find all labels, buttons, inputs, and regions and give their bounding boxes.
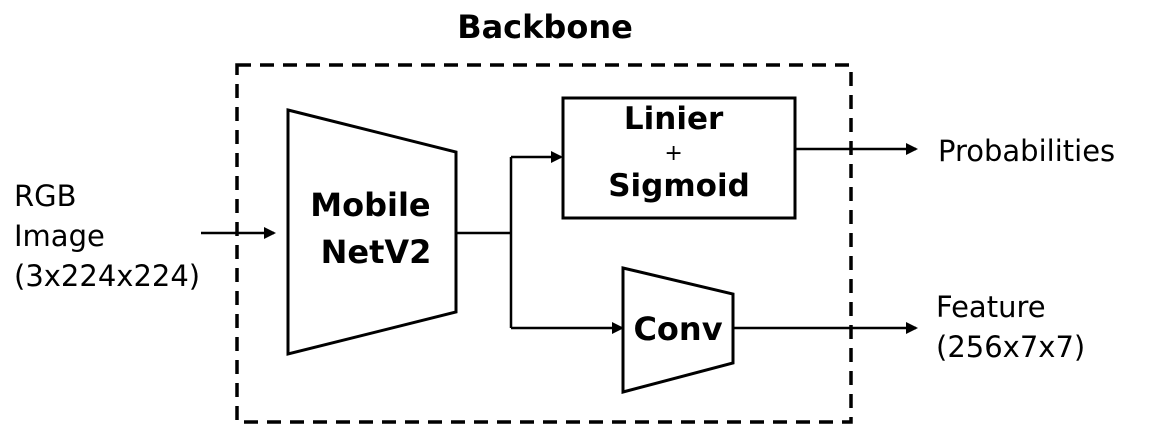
linear-sigmoid-label-line-2: + bbox=[664, 141, 682, 166]
linear-sigmoid-label-line-1: Linier bbox=[624, 101, 724, 137]
probabilities-label: Probabilities bbox=[938, 134, 1115, 168]
mobilenet-label-line-2: NetV2 bbox=[321, 233, 432, 271]
backbone-title: Backbone bbox=[457, 8, 633, 46]
mobilenet-label-line-1: Mobile bbox=[310, 186, 430, 224]
conv-block bbox=[621, 266, 735, 394]
linear-sigmoid-label: Linier + Sigmoid bbox=[608, 101, 750, 204]
mobilenet-label: Mobile NetV2 bbox=[310, 186, 442, 271]
input-label: RGB Image (3x224x224) bbox=[14, 179, 200, 293]
linear-sigmoid-label-line-3: Sigmoid bbox=[608, 168, 750, 204]
feature-label-line-2: (256x7x7) bbox=[936, 330, 1085, 364]
conv-label: Conv bbox=[633, 310, 722, 348]
mobilenet-block bbox=[286, 108, 458, 356]
linear-sigmoid-block bbox=[561, 96, 797, 220]
backbone-container bbox=[235, 63, 853, 424]
input-label-line-1: RGB bbox=[14, 179, 77, 213]
feature-label: Feature (256x7x7) bbox=[936, 290, 1085, 364]
input-label-line-2: Image bbox=[14, 219, 105, 253]
input-label-line-3: (3x224x224) bbox=[14, 259, 200, 293]
feature-label-line-1: Feature bbox=[936, 290, 1046, 324]
